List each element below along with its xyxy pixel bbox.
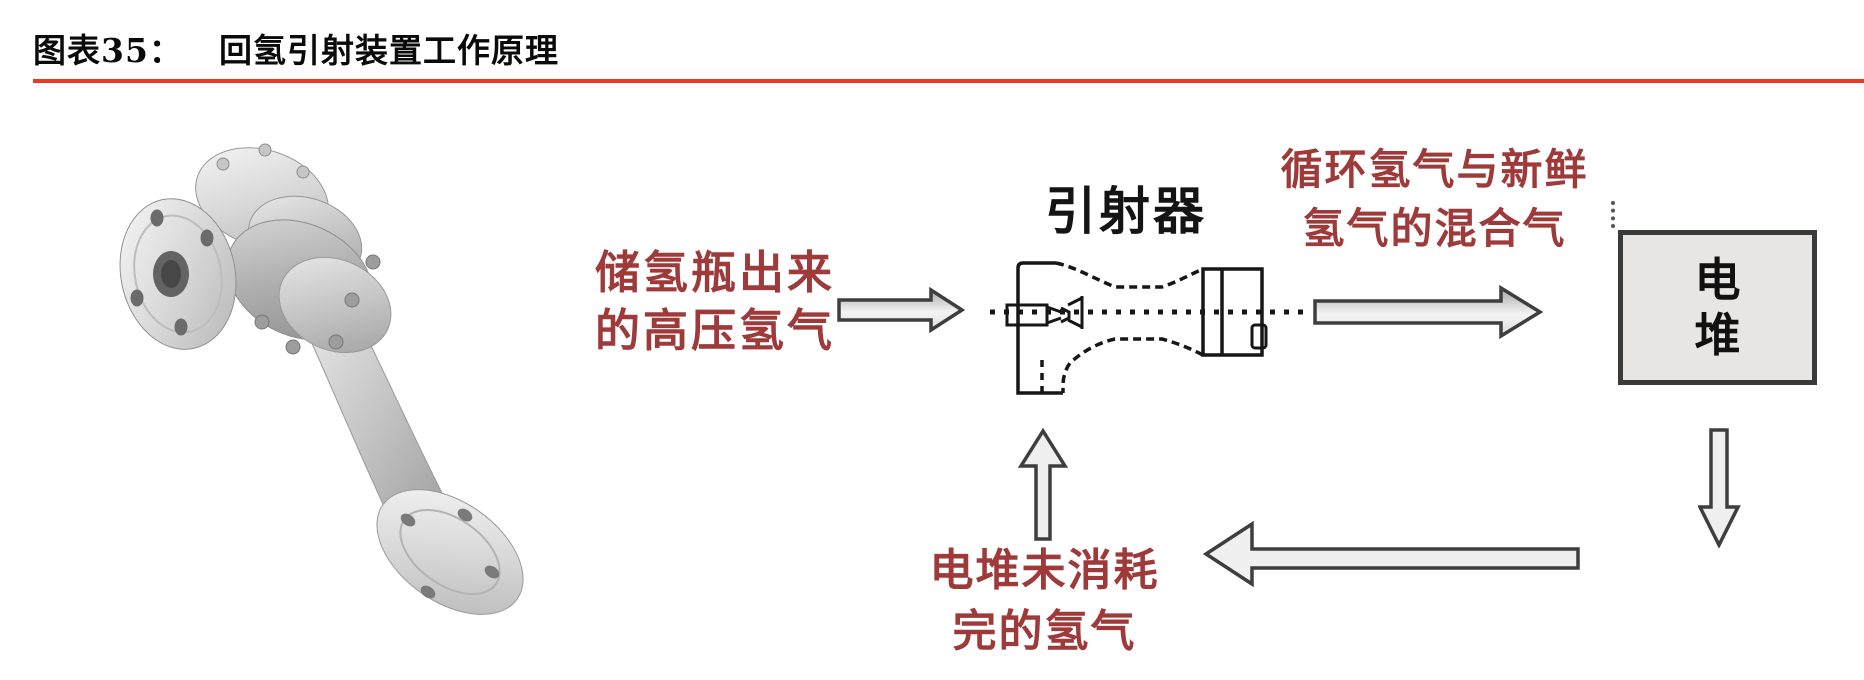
stack-label-char2: 堆 bbox=[1694, 307, 1741, 362]
arrow-inlet-to-ejector bbox=[837, 287, 966, 333]
arrow-return-up bbox=[1017, 428, 1068, 541]
title-divider-line bbox=[33, 79, 1864, 83]
arrow-return-left bbox=[1202, 520, 1580, 588]
inlet-annotation-line2: 的高压氢气 bbox=[594, 304, 835, 357]
stack-dotted-connector bbox=[1611, 201, 1615, 228]
arrow-stack-down bbox=[1698, 428, 1741, 548]
figure-title: 图表35： 回氢引射装置工作原理 bbox=[33, 24, 559, 72]
mixture-annotation-line1: 循环氢气与新鲜 bbox=[1280, 145, 1589, 194]
fuel-cell-stack-box: 电 堆 bbox=[1618, 230, 1817, 385]
stack-label-char1: 电 bbox=[1694, 252, 1741, 307]
arrow-ejector-to-stack bbox=[1313, 284, 1544, 340]
figure-title-text: 回氢引射装置工作原理 bbox=[218, 31, 559, 70]
inlet-annotation: 储氢瓶出来 的高压氢气 bbox=[570, 244, 860, 360]
mixture-annotation-line2: 氢气的混合气 bbox=[1302, 204, 1567, 253]
return-annotation-line2: 完的氢气 bbox=[952, 606, 1137, 657]
inlet-annotation-line1: 储氢瓶出来 bbox=[594, 246, 835, 299]
return-annotation-line1: 电堆未消耗 bbox=[929, 545, 1160, 596]
ejector-label: 引射器 bbox=[1044, 183, 1207, 242]
mixture-annotation: 循环氢气与新鲜 氢气的混合气 bbox=[1262, 140, 1607, 258]
return-annotation: 电堆未消耗 完的氢气 bbox=[912, 540, 1177, 662]
ejector-cross-section-drawing bbox=[990, 261, 1310, 399]
ejector-device-photo bbox=[119, 143, 524, 615]
figure-label: 图表35： bbox=[33, 31, 183, 70]
